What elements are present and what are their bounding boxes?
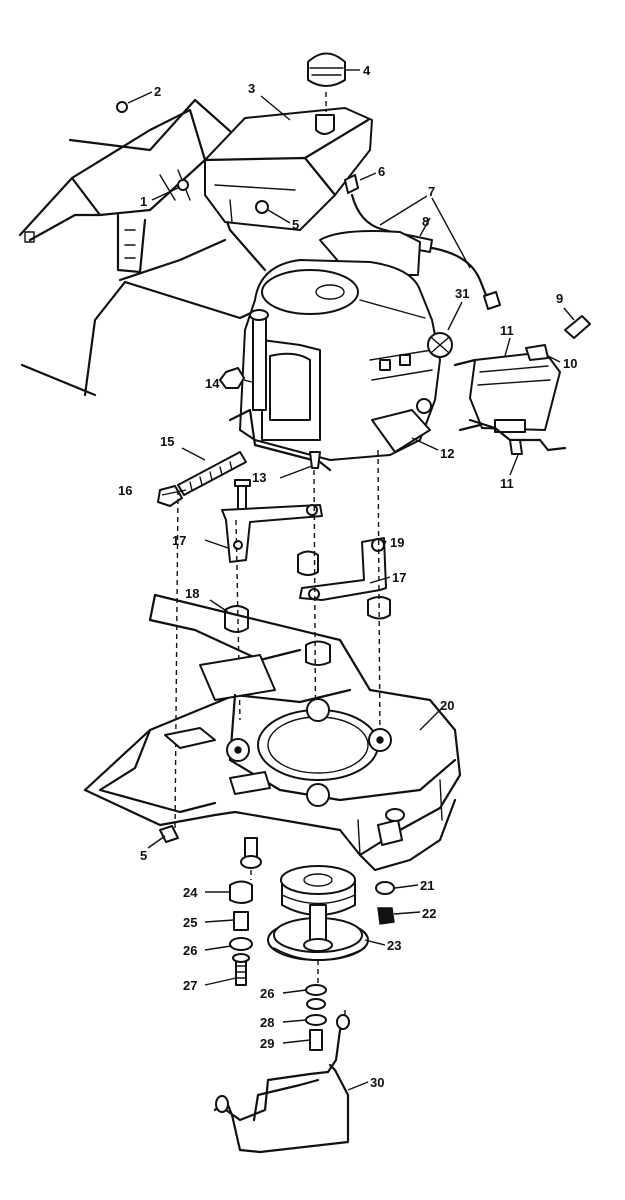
callout-labels: 2 3 4 1 5 6 7 8 31 9 10 11 11 12 14 13 1… <box>118 63 577 1090</box>
bushing-24 <box>229 880 253 904</box>
mount-hardware <box>157 367 391 831</box>
callout-16: 16 <box>118 483 132 498</box>
callout-7: 7 <box>428 184 435 199</box>
callout-26-center: 26 <box>260 986 274 1001</box>
callout-17-left: 17 <box>172 533 186 548</box>
bracket-1 <box>177 179 189 191</box>
leader-lines <box>127 69 575 1091</box>
dipstick-tube <box>252 315 267 411</box>
washer-26 <box>229 937 253 951</box>
washer-28 <box>305 1014 327 1026</box>
callout-18: 18 <box>185 586 199 601</box>
callout-14: 14 <box>205 376 220 391</box>
nut-16 <box>157 485 183 507</box>
callout-2: 2 <box>154 84 161 99</box>
bolt-10 <box>525 344 549 361</box>
tank-bolt <box>255 200 269 214</box>
engine-mount-plate-17 <box>221 504 323 563</box>
drain-plug-13 <box>309 451 321 469</box>
engine-pulley <box>267 865 369 961</box>
callout-22: 22 <box>422 906 436 921</box>
callout-11-lower: 11 <box>500 476 514 491</box>
callout-19: 19 <box>390 535 404 550</box>
spacer-18 <box>224 605 249 633</box>
control-rod <box>213 1010 350 1154</box>
engine <box>228 230 453 472</box>
callout-5-upper: 5 <box>292 217 299 232</box>
muffler <box>453 315 591 455</box>
callout-23: 23 <box>387 938 401 953</box>
tank-neck <box>315 114 335 135</box>
callout-17-right: 17 <box>392 570 406 585</box>
nut-21 <box>375 881 395 895</box>
fitting-6 <box>344 174 359 194</box>
callout-20: 20 <box>440 698 454 713</box>
callout-1: 1 <box>140 194 147 209</box>
main-frame <box>83 593 462 872</box>
nut-22 <box>377 907 395 925</box>
recoil-starter <box>261 269 359 315</box>
bolt-29 <box>309 1029 323 1051</box>
callout-30: 30 <box>370 1075 384 1090</box>
fuel-cap <box>307 52 346 112</box>
callout-10: 10 <box>563 356 577 371</box>
callout-26-left: 26 <box>183 943 197 958</box>
callout-25: 25 <box>183 915 197 930</box>
callout-27: 27 <box>183 978 197 993</box>
nut-11b <box>509 439 523 455</box>
bolt-5 <box>159 825 179 843</box>
engine-mount-plate-17b <box>299 537 387 601</box>
muffler-bracket-12 <box>371 409 431 453</box>
callout-4: 4 <box>363 63 371 78</box>
callout-15: 15 <box>160 434 174 449</box>
callout-12: 12 <box>440 446 454 461</box>
washer-26b <box>305 984 327 996</box>
bolt-2 <box>116 101 128 113</box>
callout-28: 28 <box>260 1015 274 1030</box>
callout-3: 3 <box>248 81 255 96</box>
fuel-tank <box>203 107 373 231</box>
bolt-15 <box>177 451 247 496</box>
spacer-25 <box>233 911 249 931</box>
bolt-9 <box>564 315 591 339</box>
callout-8: 8 <box>422 214 429 229</box>
callout-6: 6 <box>378 164 385 179</box>
callout-9: 9 <box>556 291 563 306</box>
nut-14 <box>219 367 245 389</box>
callout-31: 31 <box>455 286 469 301</box>
callout-5-lower: 5 <box>140 848 147 863</box>
callout-21: 21 <box>420 878 434 893</box>
lower-hardware <box>229 837 395 1051</box>
callout-13: 13 <box>252 470 266 485</box>
callout-29: 29 <box>260 1036 274 1051</box>
callout-24: 24 <box>183 885 198 900</box>
spacer-center <box>297 550 319 576</box>
callout-11-upper: 11 <box>500 323 514 338</box>
